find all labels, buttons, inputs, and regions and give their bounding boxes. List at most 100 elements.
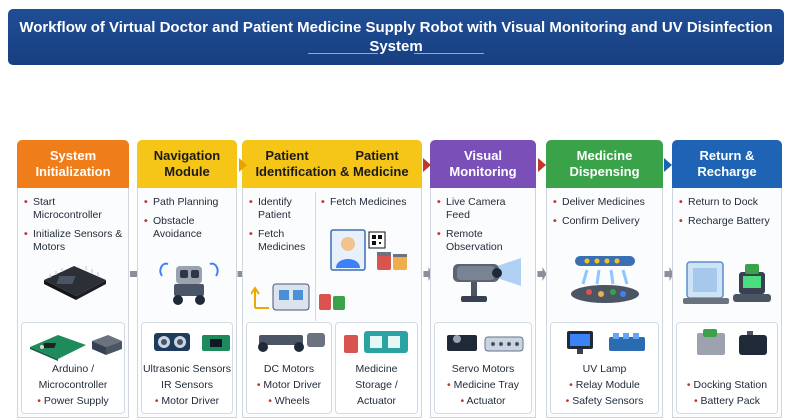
bullet-item: Initialize Sensors & Motors xyxy=(24,228,124,254)
component-label: Relay Module xyxy=(551,377,658,393)
navigation-robot-icon xyxy=(156,256,222,308)
flow-arrow-icon xyxy=(537,267,547,281)
flow-arrow-icon xyxy=(664,267,674,281)
stage-navigation-module: Navigation Module Path Planning Obstacle… xyxy=(137,140,237,418)
stage-header-line2: Dispensing xyxy=(569,164,640,179)
stage-header-line2: Module xyxy=(164,164,210,179)
stage-bullet-list: Deliver Medicines Confirm Delivery xyxy=(553,196,658,234)
docking-station-icon xyxy=(683,254,773,308)
stage-header-patient-a: Patient xyxy=(265,148,309,163)
component-text: DC Motors Motor Driver Wheels xyxy=(247,361,331,409)
arduino-board-icon xyxy=(28,327,88,361)
component-label: Power Supply xyxy=(22,393,124,409)
header-connector-icon xyxy=(538,158,546,172)
component-box: DC Motors Motor Driver Wheels xyxy=(246,322,332,414)
stage-header: System Initialization xyxy=(17,140,129,188)
header-connector-icon xyxy=(239,158,247,172)
diagram-title-line1: Workflow of Virtual Doctor and Patient M… xyxy=(19,19,773,36)
component-label: Medicine xyxy=(355,363,398,375)
stage-header: Return & Recharge xyxy=(672,140,782,188)
stage-header-line2: Identification & Medicine xyxy=(255,164,409,179)
medicine-storage-icon xyxy=(342,327,412,357)
motor-driver-icon xyxy=(200,331,232,355)
bullet-item: Live Camera Feed xyxy=(437,196,531,222)
stage-panel: Start Microcontroller Initialize Sensors… xyxy=(17,188,129,418)
stage-header-line1: Medicine xyxy=(576,148,633,163)
divider xyxy=(315,192,316,321)
stage-header-line2: Monitoring xyxy=(449,164,517,179)
stage-header: Patient Patient Identification & Medicin… xyxy=(242,140,422,188)
microcontroller-board-icon xyxy=(36,258,112,302)
bullet-item: Confirm Delivery xyxy=(553,215,658,228)
stage-header-line2: Initialization xyxy=(35,164,111,179)
stage-panel: Identify Patient Fetch Medicines Fetch M… xyxy=(242,188,422,418)
uv-dispenser-icon xyxy=(565,254,645,308)
stage-panel: Path Planning Obstacle Avoidance xyxy=(137,188,237,418)
bullet-item: Deliver Medicines xyxy=(553,196,658,209)
component-label: Servo Motors xyxy=(451,363,515,375)
component-label: Docking Station xyxy=(677,377,777,393)
component-text: Servo Motors Medicine Tray Actuator xyxy=(435,361,531,409)
component-label: IR Sensors xyxy=(161,379,213,391)
stage-visual-monitoring: Visual Monitoring Live Camera Feed Remot… xyxy=(430,140,536,418)
uv-lamp-icon xyxy=(565,327,649,357)
ultrasonic-sensor-icon xyxy=(152,327,192,355)
component-label: DC Motors xyxy=(263,363,315,375)
component-text: Ultrasonic Sensors IR Sensors Motor Driv… xyxy=(142,361,232,409)
component-label: Safety Sensors xyxy=(551,393,658,409)
diagram-title-line2: System xyxy=(369,38,423,55)
component-label: Motor Driver xyxy=(247,377,331,393)
component-label: Ultrasonic Sensors xyxy=(142,363,232,375)
stage-bullet-list: Identify Patient Fetch Medicines xyxy=(249,196,319,260)
stage-return-recharge: Return & Recharge Return to Dock Recharg… xyxy=(672,140,782,418)
stage-header-line1: Return & xyxy=(699,148,755,163)
stage-bullet-list: Fetch Medicines xyxy=(321,196,417,215)
battery-pack-icon xyxy=(693,327,771,359)
stage-header-line1: System xyxy=(49,148,97,163)
bullet-item: Fetch Medicines xyxy=(321,196,417,209)
stage-medicine-dispensing: Medicine Dispensing Deliver Medicines Co… xyxy=(546,140,663,418)
component-label: Storage / xyxy=(355,379,398,391)
component-text: Arduino / Microcontroller Power Supply xyxy=(22,361,124,409)
component-label: Actuator xyxy=(356,395,397,407)
stage-header: Medicine Dispensing xyxy=(546,140,663,188)
component-label: Actuator xyxy=(435,393,531,409)
component-box: Servo Motors Medicine Tray Actuator xyxy=(434,322,532,414)
component-box: Docking Station Battery Pack xyxy=(676,322,778,414)
stage-panel: Deliver Medicines Confirm Delivery xyxy=(546,188,663,418)
dc-motor-icon xyxy=(251,329,327,353)
component-label: UV Lamp xyxy=(582,363,627,375)
stage-bullet-list: Path Planning Obstacle Avoidance xyxy=(144,196,232,247)
bullet-item: Obstacle Avoidance xyxy=(144,215,232,241)
component-text: UV Lamp Relay Module Safety Sensors xyxy=(551,361,658,409)
patient-id-icon xyxy=(329,228,415,278)
stage-bullet-list: Live Camera Feed Remote Observation xyxy=(437,196,531,260)
bullet-item: Return to Dock xyxy=(679,196,777,209)
component-label: Arduino / xyxy=(51,363,95,375)
component-box: Ultrasonic Sensors IR Sensors Motor Driv… xyxy=(141,322,233,414)
medicine-cart-icon xyxy=(251,276,351,316)
header-connector-icon xyxy=(423,158,431,172)
bullet-item: Start Microcontroller xyxy=(24,196,124,222)
bullet-item: Identify Patient xyxy=(249,196,319,222)
component-box: Arduino / Microcontroller Power Supply xyxy=(21,322,125,414)
title-decor-line-right xyxy=(414,53,484,54)
component-box: UV Lamp Relay Module Safety Sensors xyxy=(550,322,659,414)
stage-header-line2: Recharge xyxy=(697,164,757,179)
component-text: Medicine Storage / Actuator xyxy=(336,361,417,409)
stage-panel: Live Camera Feed Remote Observation xyxy=(430,188,536,418)
component-label: Wheels xyxy=(247,393,331,409)
camera-icon xyxy=(447,256,523,308)
stage-bullet-list: Start Microcontroller Initialize Sensors… xyxy=(24,196,124,260)
stage-header: Navigation Module xyxy=(137,140,237,188)
component-text: Docking Station Battery Pack xyxy=(677,377,777,409)
component-label: Battery Pack xyxy=(677,393,777,409)
diagram-title-bar: Workflow of Virtual Doctor and Patient M… xyxy=(8,9,784,65)
power-supply-icon xyxy=(90,333,124,357)
title-decor-line-left xyxy=(308,53,378,54)
stage-system-initialization: System Initialization Start Microcontrol… xyxy=(17,140,129,418)
bullet-item: Fetch Medicines xyxy=(249,228,319,254)
component-box: Medicine Storage / Actuator xyxy=(335,322,418,414)
stage-patient-identification: Patient Patient Identification & Medicin… xyxy=(242,140,422,418)
bullet-item: Path Planning xyxy=(144,196,232,209)
